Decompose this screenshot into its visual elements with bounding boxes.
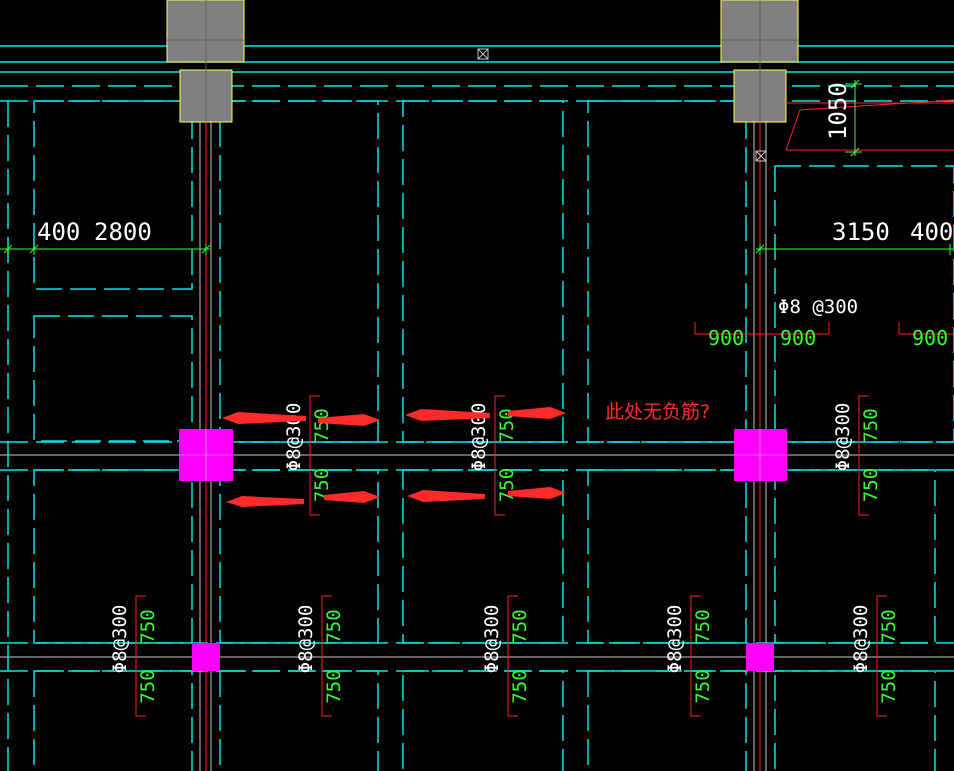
node-markers <box>477 48 767 162</box>
rebar-bracket <box>690 595 701 717</box>
annotation-note: 此处无负筋? <box>605 401 710 423</box>
rebar-bracket <box>309 395 320 516</box>
rebar-len-top: 750 <box>509 609 531 643</box>
rebar-group-7: Φ8@300 750 750 <box>664 595 714 717</box>
rebar-spec-label: Φ8@300 <box>283 403 305 472</box>
slab-panels <box>7 100 954 771</box>
dimension-lines <box>0 79 954 255</box>
rebar-len-top: 750 <box>323 609 345 643</box>
rebar-len-bottom: 750 <box>323 669 345 703</box>
rebar-len-bottom: 750 <box>860 468 882 502</box>
rebar-bracket <box>321 595 332 717</box>
rebar-group-8: Φ8@300 750 750 <box>850 595 900 717</box>
rebar-spec-label: Φ8@300 <box>481 605 503 674</box>
rebar-bracket <box>135 595 146 717</box>
rebar-len-top: 750 <box>692 609 714 643</box>
dim-3150: 3150 <box>832 218 890 246</box>
rebar-group-4: Φ8@300 750 750 <box>109 595 159 717</box>
annotation-arrows <box>222 407 566 507</box>
rebar-len-top: 750 <box>496 408 518 442</box>
rebar-bracket <box>876 595 887 717</box>
dim-1050: 1050 <box>824 82 852 140</box>
rebar-label-top: Φ8 @300 <box>778 296 858 318</box>
dim-400-left: 400 <box>37 218 80 246</box>
rebar-spec-label: Φ8@300 <box>850 605 872 674</box>
rebar-len-top: 750 <box>860 408 882 442</box>
rebar-len-900-b: 900 <box>780 326 816 350</box>
rebar-len-bottom: 750 <box>311 468 333 502</box>
rebar-bracket <box>507 595 518 717</box>
rebar-bracket <box>858 395 869 516</box>
rebar-spec-label: Φ8@300 <box>468 403 490 472</box>
slope-detail <box>785 99 954 151</box>
dim-2800: 2800 <box>94 218 152 246</box>
rebar-spec-label: Φ8@300 <box>664 605 686 674</box>
horizontal-beam-lines <box>0 45 954 672</box>
rebar-len-top: 750 <box>137 609 159 643</box>
rebar-len-bottom: 750 <box>692 669 714 703</box>
magenta-columns <box>179 429 787 671</box>
dim-400-right: 400 <box>910 218 953 246</box>
rebar-spec-label: Φ8@300 <box>109 605 131 674</box>
top-rebar-900: Φ8 @300 900 900 900 <box>694 296 954 350</box>
rebar-len-bottom: 750 <box>509 669 531 703</box>
rebar-len-bottom: 750 <box>137 669 159 703</box>
rebar-spec-label: Φ8@300 <box>832 403 854 472</box>
rebar-len-bottom: 750 <box>878 669 900 703</box>
rebar-group-5: Φ8@300 750 750 <box>295 595 345 717</box>
rebar-len-900-a: 900 <box>708 326 744 350</box>
rebar-len-top: 750 <box>878 609 900 643</box>
rebar-group-6: Φ8@300 750 750 <box>481 595 531 717</box>
rebar-len-900-c: 900 <box>912 326 948 350</box>
rebar-bracket <box>494 395 505 516</box>
rebar-len-top: 750 <box>311 408 333 442</box>
rebar-len-bottom: 750 <box>496 468 518 502</box>
rebar-spec-label: Φ8@300 <box>295 605 317 674</box>
rebar-group-3: Φ8@300 750 750 <box>832 395 882 516</box>
gray-columns <box>166 0 799 123</box>
